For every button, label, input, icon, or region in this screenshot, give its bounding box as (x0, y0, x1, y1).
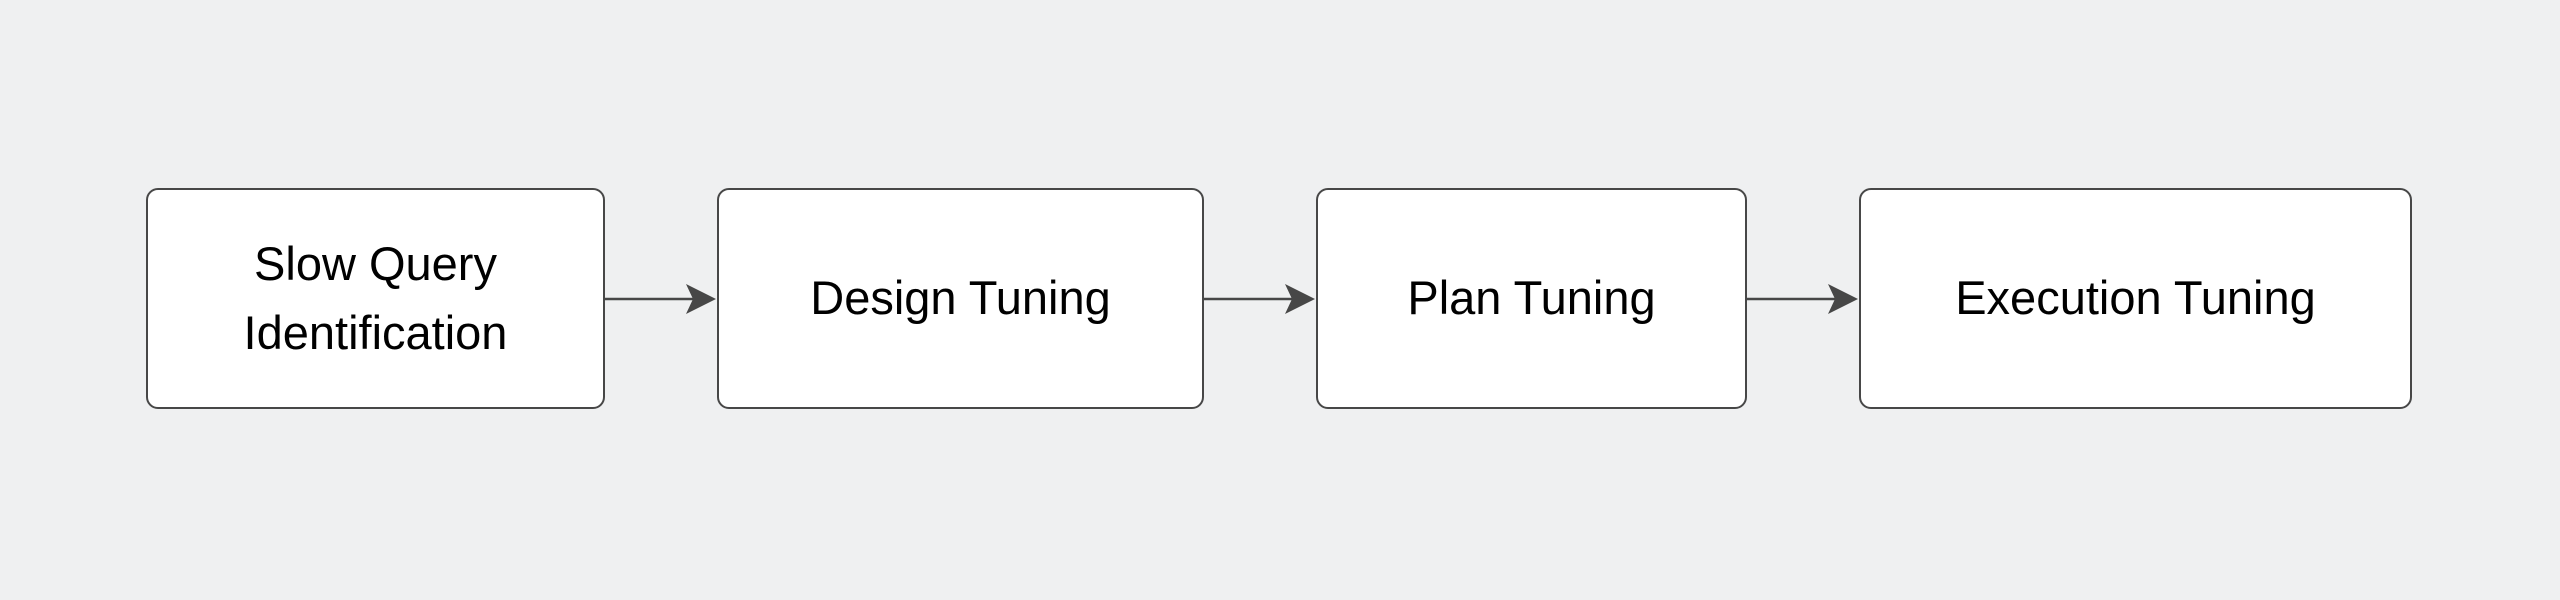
flow-node-design-tuning: Design Tuning (717, 188, 1204, 409)
flowchart-row: Slow Query Identification Design Tuning … (146, 188, 2412, 409)
flow-connector-3 (1747, 278, 1859, 320)
flow-connector-1 (605, 278, 717, 320)
node-label-design-tuning: Design Tuning (810, 271, 1111, 325)
arrow-right-icon (605, 283, 716, 314)
flow-node-plan-tuning: Plan Tuning (1316, 188, 1747, 409)
arrow-right-icon (1747, 283, 1858, 314)
node-label-plan-tuning: Plan Tuning (1407, 271, 1656, 325)
flow-node-slow-query-identification: Slow Query Identification (146, 188, 605, 409)
node-label-execution-tuning: Execution Tuning (1955, 271, 2316, 325)
flow-node-execution-tuning: Execution Tuning (1859, 188, 2412, 409)
node-label-slow-query-identification: Slow Query Identification (243, 236, 508, 359)
arrow-right-icon (1204, 283, 1315, 314)
flow-connector-2 (1204, 278, 1316, 320)
